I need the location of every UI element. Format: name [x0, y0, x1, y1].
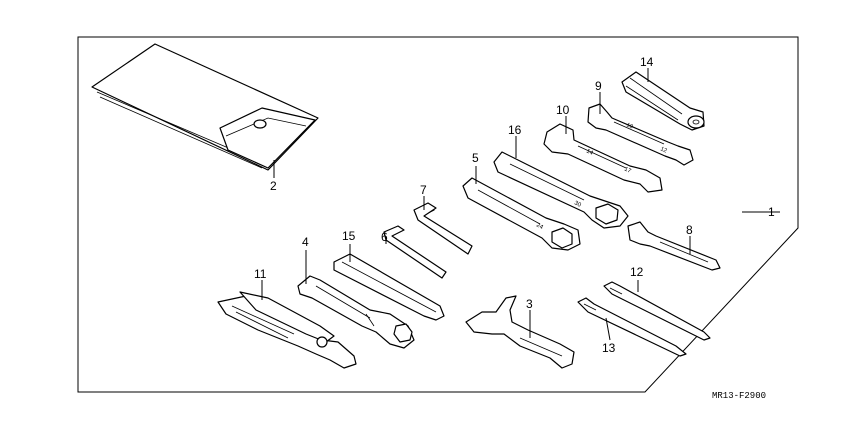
svg-text:24: 24 [535, 222, 544, 231]
callout-8: 8 [686, 223, 693, 237]
diagram-code: MR13-F2900 [712, 391, 766, 401]
callout-9: 9 [595, 79, 602, 93]
part-box-wrench-hex: 30 [493, 151, 629, 229]
callout-14: 14 [640, 55, 654, 69]
svg-text:12: 12 [659, 146, 668, 154]
callout-6: 6 [381, 230, 388, 244]
callout-2: 2 [270, 179, 277, 193]
part-screwdriver-flat [577, 297, 687, 357]
part-hex-key-large [413, 202, 473, 255]
callout-1: 1 [768, 205, 775, 219]
callout-13: 13 [602, 341, 616, 355]
part-box-wrench: 24 [462, 177, 581, 251]
part-pliers [217, 291, 357, 369]
part-hook-spanner [465, 295, 575, 369]
svg-text:17: 17 [623, 166, 632, 175]
part-hex-key-small [383, 225, 447, 279]
callout-16: 16 [508, 123, 522, 137]
part-screwdriver-phillips [603, 281, 711, 341]
leader-lines [261, 68, 780, 341]
part-pin-spanner [627, 221, 721, 271]
callout-12: 12 [630, 265, 644, 279]
svg-text:14: 14 [585, 148, 594, 157]
part-wrench-medium: 14 17 [543, 123, 663, 193]
part-screwdriver-handle [621, 71, 705, 131]
part-tommy-bar [333, 253, 445, 321]
callout-10: 10 [556, 103, 570, 117]
callout-4: 4 [302, 235, 309, 249]
assembly-frame [77, 36, 799, 393]
svg-text:10: 10 [625, 122, 634, 130]
callout-3: 3 [526, 297, 533, 311]
callout-labels: 1 2 3 4 5 6 7 8 9 10 11 12 13 14 15 16 [254, 55, 775, 355]
callout-5: 5 [472, 151, 479, 165]
part-wrench-small: 10 12 [587, 103, 694, 166]
callout-15: 15 [342, 229, 356, 243]
callout-11: 11 [254, 267, 267, 281]
part-tool-bag [91, 43, 319, 171]
svg-text:30: 30 [573, 200, 582, 209]
part-socket-wrench [297, 275, 415, 349]
callout-7: 7 [420, 183, 427, 197]
